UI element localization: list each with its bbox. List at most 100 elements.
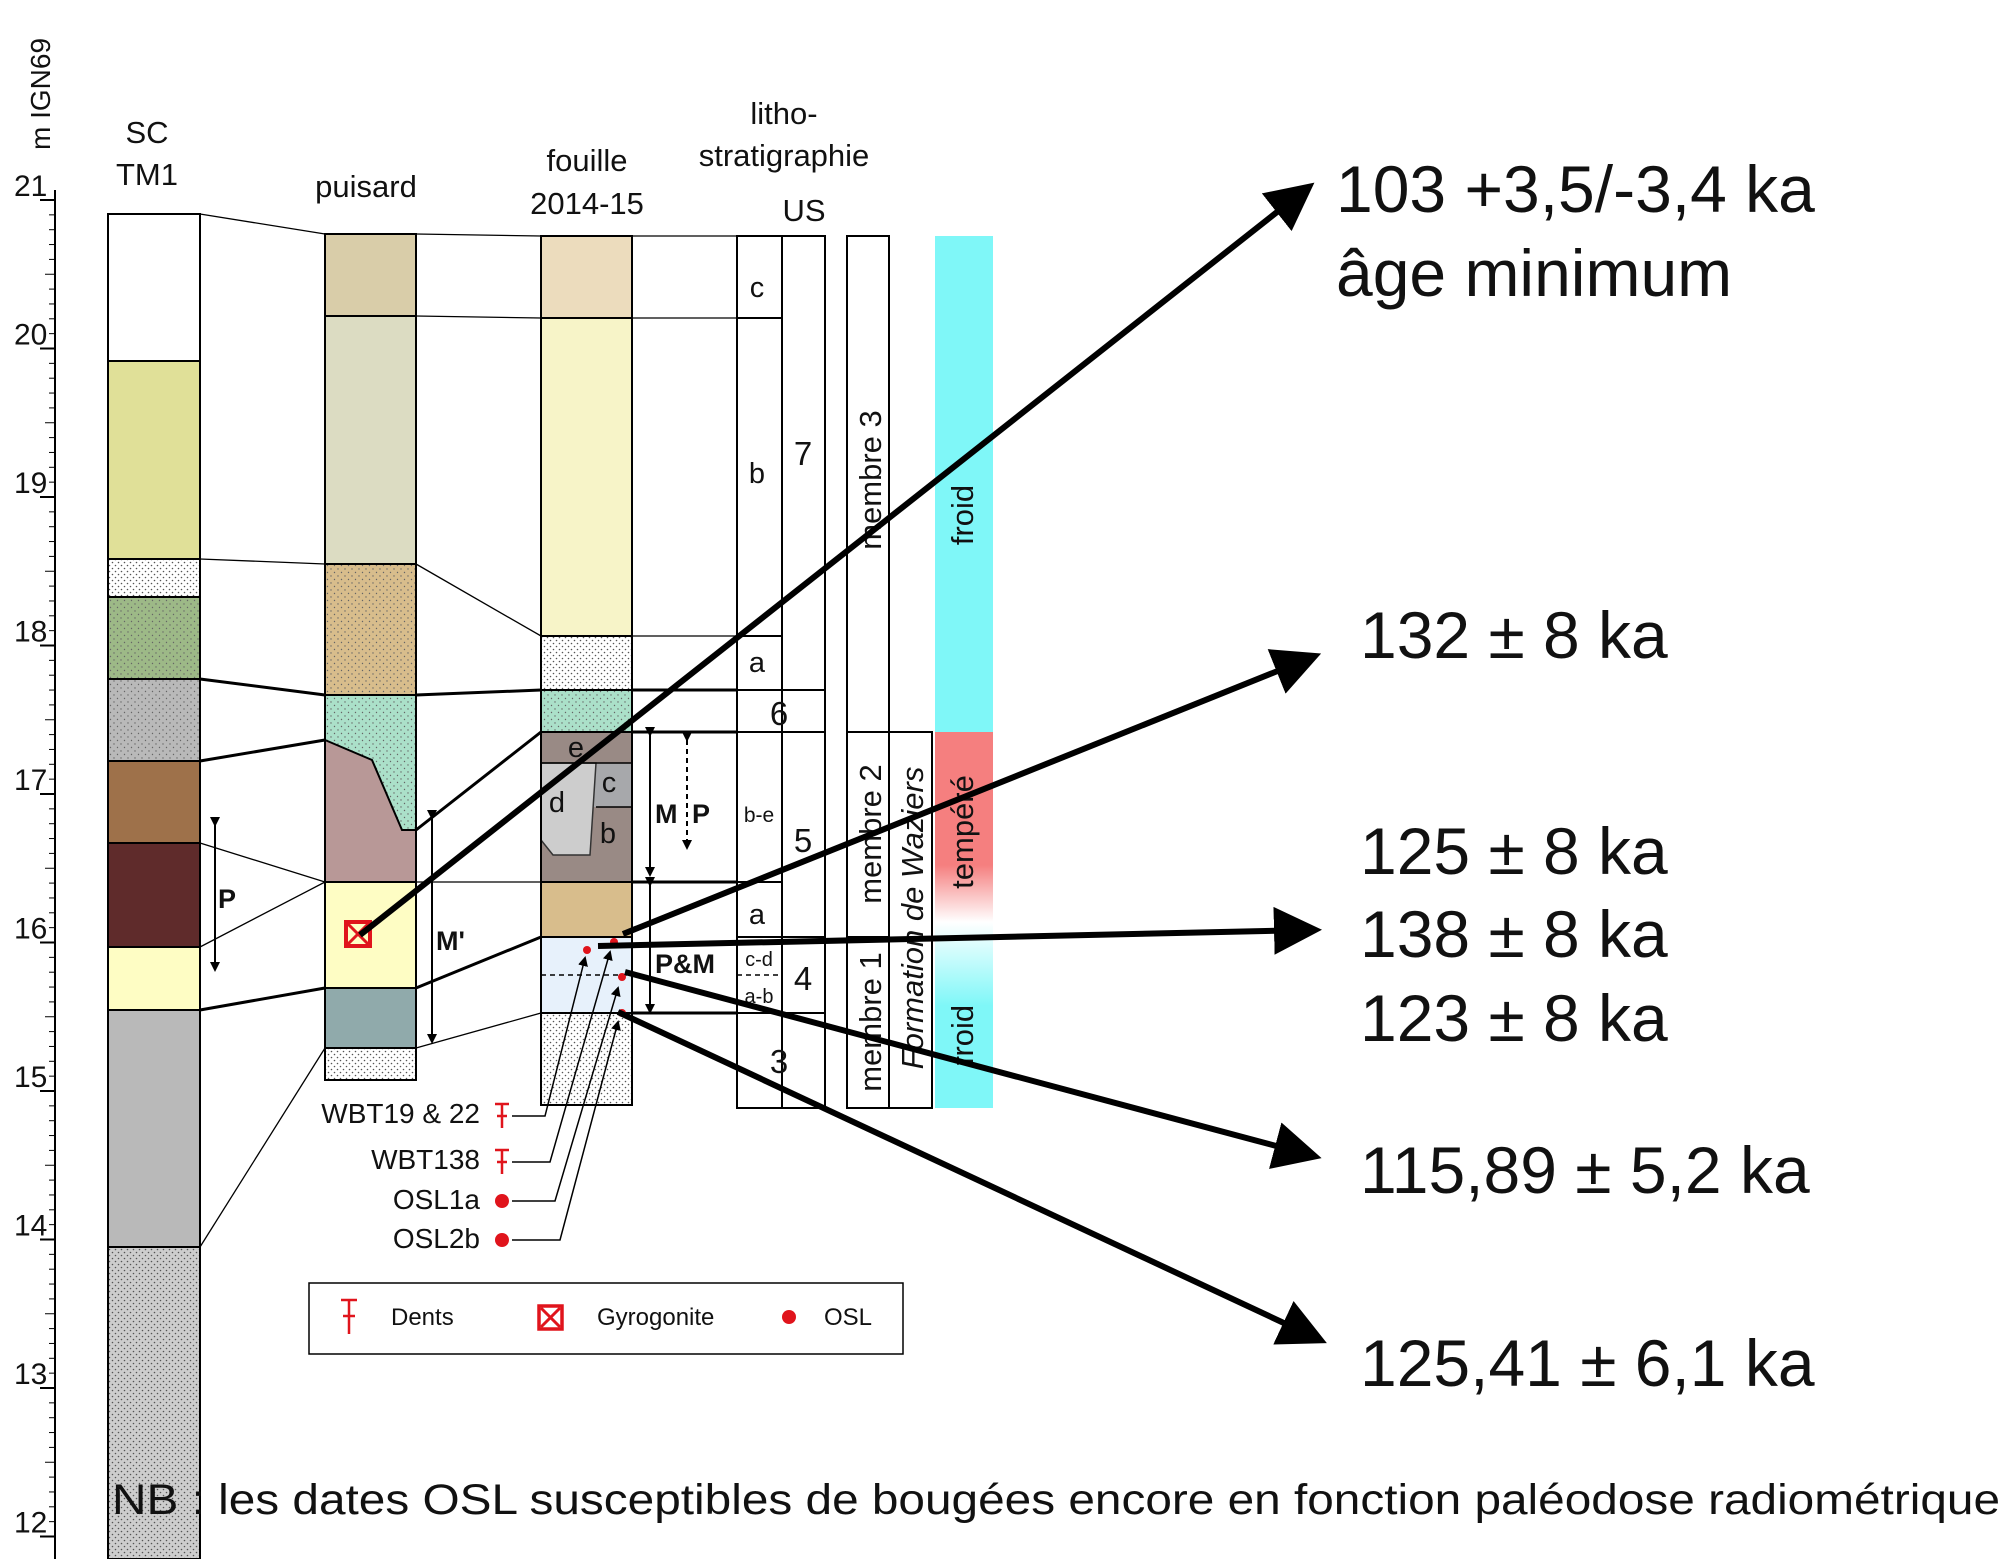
marker-m: M bbox=[655, 799, 678, 829]
litho-subunits: c b a b-e a c-d a-b bbox=[736, 235, 783, 1109]
sc-layer-grey2 bbox=[108, 1010, 200, 1247]
sample-osl2b: OSL2b bbox=[393, 1223, 480, 1254]
sample-wbt19-22: WBT19 & 22 bbox=[321, 1098, 480, 1129]
legend-tooth-icon bbox=[341, 1298, 357, 1334]
puisard-layer-mint-dots bbox=[325, 695, 416, 830]
fouille-letter-b: b bbox=[600, 818, 616, 850]
gyrogonite-icon bbox=[344, 920, 372, 948]
us-3: 3 bbox=[770, 1043, 788, 1080]
us-7: 7 bbox=[794, 435, 812, 472]
puisard-layer-sand-bottom bbox=[325, 1048, 416, 1080]
sc-layer-white bbox=[108, 214, 200, 361]
sc-layer-darkred bbox=[108, 843, 200, 947]
fouille-header-2: 2014-15 bbox=[530, 186, 644, 221]
fouille-layer-mint-dots bbox=[541, 690, 632, 732]
sample-wbt138: WBT138 bbox=[371, 1144, 480, 1175]
fouille-header-1: fouille bbox=[547, 143, 628, 178]
fouille-outline bbox=[540, 235, 633, 1106]
date-3: 125 ± 8 ka bbox=[1360, 814, 1668, 888]
tooth-icons bbox=[495, 1102, 509, 1174]
axis-tick-label: 12 bbox=[14, 1507, 47, 1540]
fouille-letter-e: e bbox=[568, 732, 584, 764]
date-5: 123 ± 8 ka bbox=[1360, 981, 1668, 1055]
us-5: 5 bbox=[794, 822, 812, 859]
sc-header-2: TM1 bbox=[116, 157, 178, 192]
axis-tick-label: 15 bbox=[14, 1061, 47, 1094]
climate-bottom-label: froid bbox=[945, 1005, 980, 1065]
arrow-wbt-date bbox=[621, 649, 1322, 937]
litho-header-2: stratigraphie bbox=[699, 138, 870, 173]
sub-a2: a bbox=[749, 899, 766, 931]
legend-gyrogonite-icon bbox=[537, 1304, 564, 1331]
puisard-layer-slate bbox=[325, 988, 416, 1048]
puisard-header: puisard bbox=[315, 169, 417, 204]
sub-b: b bbox=[749, 458, 765, 490]
axis-tick-label: 16 bbox=[14, 913, 47, 946]
axis-tick-label: 21 bbox=[14, 170, 47, 203]
fouille-layer-cream bbox=[541, 318, 632, 636]
legend-osl-icon bbox=[782, 1310, 796, 1324]
osl-dot-a bbox=[583, 946, 591, 954]
climate-top-label: froid bbox=[945, 485, 980, 545]
sample-osl1a: OSL1a bbox=[393, 1184, 481, 1215]
sc-layer-sand-bottom-dots bbox=[108, 1247, 200, 1559]
arrow-osl2b-date bbox=[616, 1009, 1327, 1345]
arrow-gyrogonite-date bbox=[358, 182, 1315, 938]
fouille-layer-sand-bottom bbox=[541, 1013, 632, 1105]
climate-temperate bbox=[935, 732, 993, 922]
member-1: membre 1 bbox=[853, 952, 888, 1092]
sc-header-1: SC bbox=[125, 115, 168, 150]
fouille-layer-tan bbox=[541, 882, 632, 937]
date-arrows bbox=[358, 182, 1327, 1345]
osl-icon-1a bbox=[495, 1194, 509, 1208]
fouille-layer-sand bbox=[541, 236, 632, 318]
axis-tick-label: 17 bbox=[14, 764, 47, 797]
sample-labels: WBT19 & 22 WBT138 OSL1a OSL2b bbox=[321, 950, 621, 1254]
sc-layer-sand-white bbox=[108, 559, 200, 597]
sc-tm1-column bbox=[107, 213, 201, 1560]
range-markers bbox=[210, 727, 692, 1044]
footnote: NB : les dates OSL susceptibles de bougé… bbox=[112, 1476, 2000, 1524]
member-columns: membre 3 membre 2 membre 1 Formation de … bbox=[824, 235, 933, 1109]
marker-pm: P&M bbox=[655, 949, 715, 979]
axis-tick-label: 19 bbox=[14, 467, 47, 500]
axis-tick-label: 20 bbox=[14, 319, 47, 352]
marker-p-right: P bbox=[692, 799, 710, 829]
puisard-outline bbox=[324, 233, 417, 1081]
legend-dents: Dents bbox=[391, 1304, 454, 1331]
us-header: US bbox=[782, 193, 825, 228]
osl-icon-2b bbox=[495, 1233, 509, 1247]
legend-osl: OSL bbox=[824, 1304, 872, 1331]
sc-layer-olive bbox=[108, 361, 200, 559]
sub-ab: a-b bbox=[745, 986, 774, 1008]
sc-layer-brown bbox=[108, 761, 200, 843]
litho-header-1: litho- bbox=[750, 96, 817, 131]
sub-cd: c-d bbox=[745, 949, 773, 971]
sc-layer-cream bbox=[108, 947, 200, 1010]
axis-tick-label: 13 bbox=[14, 1358, 47, 1391]
climate-bar: froid tempéré froid bbox=[935, 236, 993, 1108]
sc-layer-grey-dots bbox=[108, 679, 200, 761]
climate-cold-top bbox=[935, 236, 993, 732]
legend-box bbox=[308, 1282, 904, 1355]
us-4: 4 bbox=[794, 960, 812, 997]
fouille-letter-d: d bbox=[549, 787, 565, 819]
correlation-lines-bold bbox=[199, 677, 825, 1015]
date-7: 125,41 ± 6,1 ka bbox=[1360, 1326, 1815, 1400]
marker-m-prime: M' bbox=[436, 926, 465, 956]
climate-cold-bottom bbox=[935, 922, 993, 1108]
sub-be: b-e bbox=[744, 804, 774, 827]
date-labels: 103 +3,5/-3,4 ka âge minimum 132 ± 8 ka … bbox=[1336, 152, 1815, 1400]
date-1-note: âge minimum bbox=[1336, 236, 1732, 310]
fouille-layer-sand-dots bbox=[541, 636, 632, 690]
axis-unit-label: m IGN69 bbox=[25, 38, 56, 150]
osl-dot-c bbox=[618, 973, 626, 981]
legend: Dents Gyrogonite OSL bbox=[308, 1282, 904, 1355]
us-column: 7 6 5 4 3 bbox=[770, 235, 826, 1109]
date-4: 138 ± 8 ka bbox=[1360, 897, 1668, 971]
puisard-column bbox=[324, 233, 417, 1081]
